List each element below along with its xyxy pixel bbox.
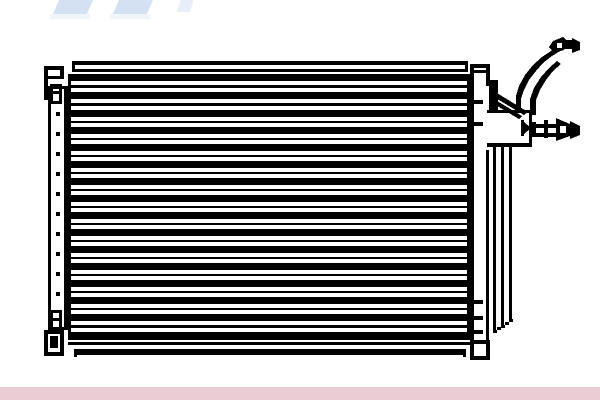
watermark-logo <box>50 0 194 19</box>
left-header-tank <box>48 86 68 330</box>
outlet-manifold-block <box>487 80 532 147</box>
upper-curved-pipe <box>516 37 580 115</box>
bracket-bottom-right <box>470 340 490 360</box>
top-rail <box>72 61 468 72</box>
core-right-edge <box>467 74 470 340</box>
condenser-linework <box>44 37 580 360</box>
bracket-top-right <box>470 64 490 86</box>
bracket-top-left <box>44 66 64 104</box>
lower-straight-pipe <box>532 118 580 141</box>
receiver-drier-tubes <box>493 147 513 333</box>
bracket-bottom-left <box>44 310 64 356</box>
core-left-edge <box>68 74 71 340</box>
core-fin-stack <box>68 74 470 340</box>
bottom-rail <box>68 342 470 357</box>
